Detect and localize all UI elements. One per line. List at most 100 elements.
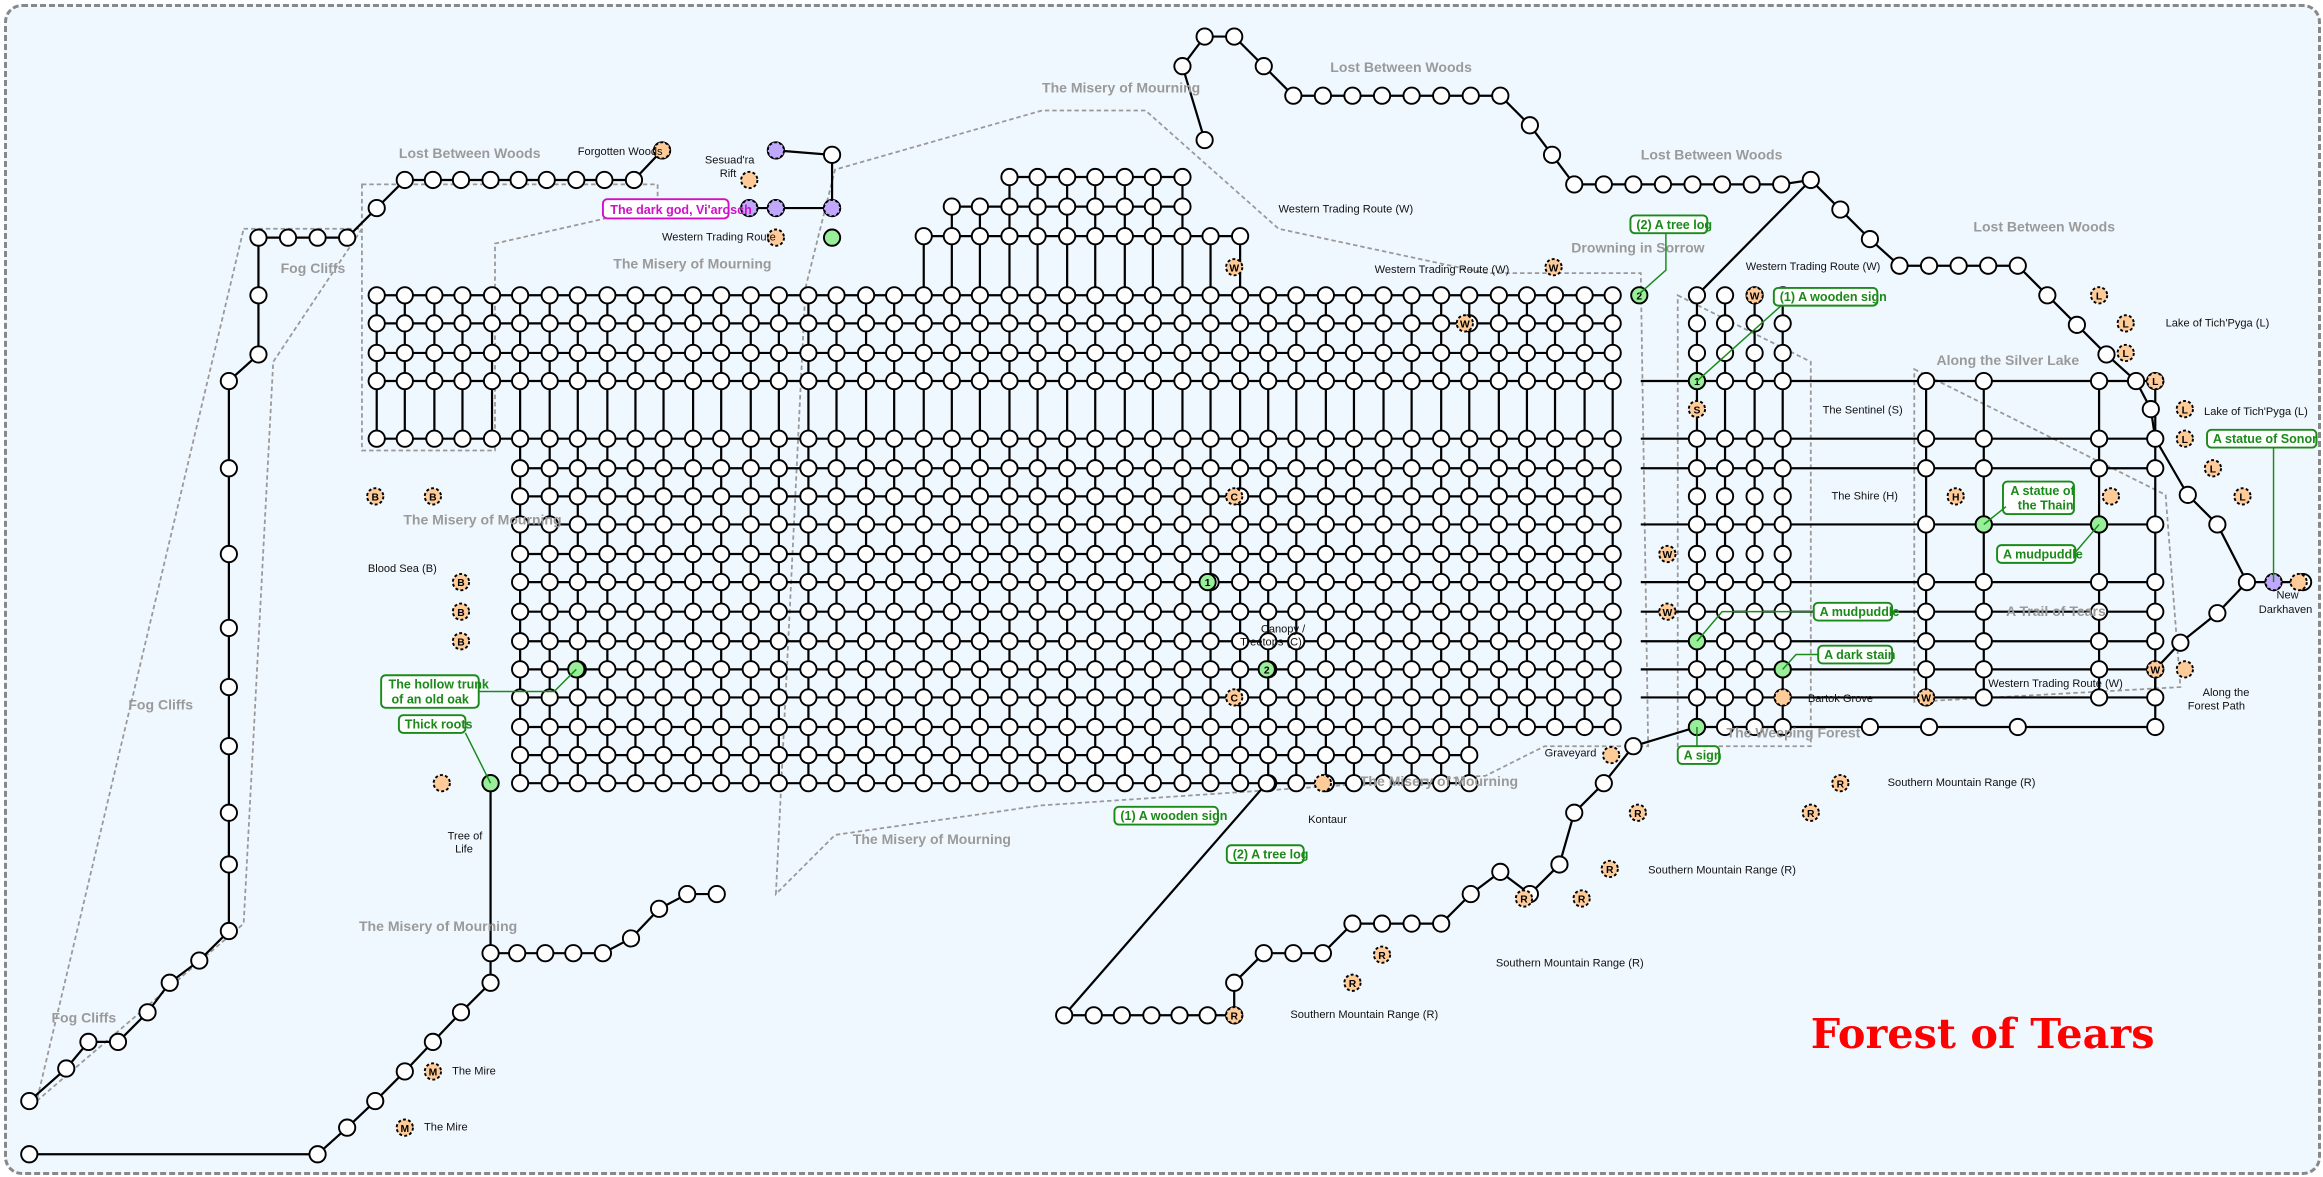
- room-node[interactable]: [1344, 660, 1364, 679]
- room-node[interactable]: [1432, 515, 1451, 534]
- room-node[interactable]: [1259, 745, 1278, 765]
- room-node[interactable]: [1316, 688, 1335, 707]
- room-node[interactable]: [914, 429, 933, 448]
- room-node[interactable]: [1173, 515, 1192, 534]
- room-node[interactable]: [654, 371, 673, 391]
- room-node[interactable]: [856, 286, 876, 305]
- room-node[interactable]: [568, 544, 587, 564]
- room-node[interactable]: [1917, 459, 1936, 478]
- room-node[interactable]: [654, 487, 673, 506]
- room-node[interactable]: [856, 717, 876, 737]
- room-node[interactable]: [395, 286, 414, 305]
- room-node[interactable]: [856, 515, 876, 534]
- room-node[interactable]: [970, 343, 990, 363]
- room-node[interactable]: [654, 429, 673, 448]
- room-node[interactable]: [1545, 459, 1565, 478]
- room-node[interactable]: [1231, 286, 1250, 305]
- room-node[interactable]: [1170, 1006, 1189, 1025]
- room-node[interactable]: [1624, 175, 1643, 194]
- room-node[interactable]: [654, 573, 673, 592]
- room-node[interactable]: [540, 573, 559, 592]
- room-node[interactable]: [856, 343, 876, 363]
- room-node[interactable]: [1603, 660, 1622, 679]
- room-node[interactable]: [423, 1032, 442, 1051]
- room-node[interactable]: [1058, 429, 1077, 448]
- room-node[interactable]: [540, 314, 559, 333]
- room-node[interactable]: [799, 487, 818, 506]
- room-node[interactable]: [1517, 515, 1537, 534]
- room-node[interactable]: [741, 717, 760, 737]
- room-node[interactable]: [1344, 632, 1364, 651]
- room-node[interactable]: [57, 1059, 76, 1078]
- room-node[interactable]: [598, 429, 617, 448]
- room-node[interactable]: [1402, 688, 1421, 707]
- room-node[interactable]: [540, 371, 559, 391]
- room-node[interactable]: [540, 544, 559, 564]
- room-node[interactable]: [511, 487, 530, 506]
- room-node[interactable]: [1115, 429, 1134, 448]
- room-node[interactable]: [1173, 660, 1192, 679]
- room-node[interactable]: [511, 286, 530, 305]
- room-node[interactable]: [914, 632, 933, 651]
- room-node[interactable]: [511, 429, 530, 448]
- room-node[interactable]: [1517, 688, 1537, 707]
- room-node[interactable]: [654, 717, 673, 737]
- room-node[interactable]: [2237, 573, 2257, 592]
- room-node[interactable]: [1201, 660, 1220, 679]
- room-node[interactable]: [1058, 573, 1077, 592]
- room-node[interactable]: [598, 459, 617, 478]
- room-node[interactable]: [712, 717, 731, 737]
- room-node[interactable]: [1086, 197, 1105, 216]
- room-node[interactable]: [2067, 315, 2086, 334]
- room-node[interactable]: [1316, 459, 1335, 478]
- room-node[interactable]: [367, 314, 386, 333]
- room-node[interactable]: [856, 660, 876, 679]
- room-node[interactable]: [1860, 717, 1880, 737]
- room-node[interactable]: [1173, 343, 1192, 363]
- room-node[interactable]: [970, 688, 990, 707]
- room-node[interactable]: [1402, 515, 1421, 534]
- room-node[interactable]: [1143, 632, 1162, 651]
- room-node[interactable]: [885, 688, 904, 707]
- room-node[interactable]: [769, 544, 788, 564]
- room-node[interactable]: [885, 573, 904, 592]
- room-node[interactable]: [453, 343, 472, 363]
- room-node[interactable]: [1058, 632, 1077, 651]
- room-node[interactable]: [970, 632, 990, 651]
- exit-marker-r[interactable]: [1600, 859, 1619, 879]
- room-node[interactable]: [1374, 314, 1393, 333]
- room-node[interactable]: [1231, 632, 1250, 651]
- room-node[interactable]: [1231, 717, 1250, 737]
- room-node[interactable]: [1974, 660, 1993, 679]
- room-node[interactable]: [885, 286, 904, 305]
- room-node[interactable]: [1545, 602, 1565, 621]
- room-node[interactable]: [425, 286, 444, 305]
- room-node[interactable]: [1259, 371, 1278, 391]
- room-node[interactable]: [568, 774, 587, 793]
- room-node[interactable]: [1343, 914, 1362, 933]
- room-node[interactable]: [1201, 487, 1220, 506]
- room-node[interactable]: [451, 1003, 471, 1022]
- room-node[interactable]: [568, 515, 587, 534]
- room-node[interactable]: [1402, 774, 1421, 793]
- room-node[interactable]: [1745, 573, 1764, 592]
- room-node[interactable]: [1028, 286, 1047, 305]
- room-node[interactable]: [684, 343, 703, 363]
- room-node[interactable]: [914, 343, 933, 363]
- room-node[interactable]: [1460, 573, 1479, 592]
- room-node[interactable]: [1491, 86, 1510, 105]
- room-node[interactable]: [712, 660, 731, 679]
- room-node[interactable]: [712, 343, 731, 363]
- room-node[interactable]: [1773, 371, 1792, 391]
- room-node[interactable]: [1575, 515, 1594, 534]
- room-node[interactable]: [1745, 429, 1764, 448]
- exit-marker-l[interactable]: [2089, 286, 2109, 305]
- exit-marker-l[interactable]: [2233, 487, 2252, 506]
- room-node[interactable]: [1624, 737, 1643, 756]
- room-node[interactable]: [598, 286, 617, 305]
- room-node[interactable]: [1201, 602, 1220, 621]
- room-node[interactable]: [1231, 459, 1250, 478]
- room-node[interactable]: [1316, 660, 1335, 679]
- exit-marker-w[interactable]: [1917, 688, 1936, 707]
- room-node[interactable]: [885, 632, 904, 651]
